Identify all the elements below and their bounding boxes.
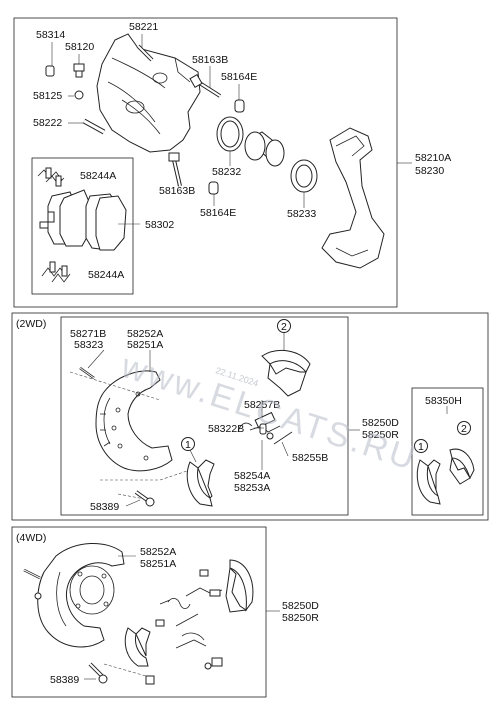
kit-shoe-2 — [449, 448, 475, 485]
label-58253a: 58253A — [234, 482, 270, 494]
bleeder-cap — [45, 65, 55, 77]
guide-pin-top — [136, 44, 154, 62]
twowd-section-frame — [11, 312, 489, 521]
fourwd-section-frame — [11, 526, 267, 698]
pad-kit-frame — [31, 157, 134, 295]
caliper-section-frame — [13, 17, 398, 308]
kit-shoe-1 — [416, 459, 441, 505]
fourwd-title: (4WD) — [16, 532, 46, 544]
bolt-4wd-left — [23, 568, 42, 600]
springs-4wd — [155, 569, 223, 649]
callout-1: 1 — [185, 439, 191, 451]
label-58251a-2wd: 58251A — [127, 339, 163, 351]
label-58125: 58125 — [33, 90, 62, 102]
label-58314: 58314 — [36, 29, 65, 41]
label-58323: 58323 — [74, 339, 103, 351]
bolt-58271b — [79, 366, 95, 380]
label-58250d-2wd: 58250D — [362, 417, 399, 429]
label-58255b: 58255B — [292, 452, 328, 464]
label-58244a-bottom: 58244A — [88, 269, 124, 281]
kit-callout-1: 1 — [418, 441, 424, 453]
label-58120: 58120 — [65, 41, 94, 53]
bolt-bottom — [168, 152, 182, 187]
kit-frame — [411, 387, 484, 516]
piston-seal — [216, 116, 244, 152]
callout-circle-2 — [277, 319, 291, 333]
brake-shoe-4wd-right — [225, 559, 254, 613]
label-58389-2wd: 58389 — [90, 501, 119, 513]
backing-plate-4wd — [37, 542, 125, 648]
label-58302: 58302 — [145, 219, 174, 231]
label-58389-4wd: 58389 — [50, 674, 79, 686]
label-58350h: 58350H — [425, 395, 462, 407]
cap-small — [74, 90, 84, 100]
label-58230: 58230 — [415, 165, 444, 177]
brake-shoe-1 — [186, 459, 215, 507]
pad-clips-top — [37, 167, 65, 187]
label-58257b: 58257B — [244, 399, 280, 411]
label-58252a-4wd: 58252A — [140, 546, 176, 558]
label-58250r-4wd: 58250R — [282, 612, 319, 624]
bleeder-screw — [73, 63, 85, 78]
caliper-carrier — [321, 127, 385, 269]
label-58250r-2wd: 58250R — [362, 429, 399, 441]
label-58254a: 58254A — [234, 470, 270, 482]
label-58222: 58222 — [33, 117, 62, 129]
label-58232: 58232 — [212, 166, 241, 178]
label-58163b-bottom: 58163B — [159, 185, 195, 197]
label-58322b: 58322B — [208, 423, 244, 435]
label-58271b: 58271B — [70, 328, 106, 340]
caliper-body — [96, 33, 201, 153]
spring-58322b — [259, 423, 267, 435]
bolt-top — [189, 73, 222, 98]
boot-top — [234, 99, 245, 113]
label-58164e-bottom: 58164E — [200, 207, 236, 219]
label-58244a-top: 58244A — [80, 170, 116, 182]
label-58163b-top: 58163B — [192, 54, 228, 66]
callout-2: 2 — [281, 321, 287, 333]
label-58251a-4wd: 58251A — [140, 558, 176, 570]
kit-callout-2: 2 — [461, 423, 467, 435]
label-58233: 58233 — [287, 208, 316, 220]
brake-shoe-4wd-left — [124, 627, 151, 667]
bolt-58389-2wd — [134, 490, 155, 507]
pad-clips-bottom — [41, 261, 71, 283]
guide-pin-bottom — [82, 118, 106, 135]
label-58252a-2wd: 58252A — [127, 328, 163, 340]
label-58210a: 58210A — [415, 152, 451, 164]
brake-pads — [39, 189, 127, 251]
label-58250d-4wd: 58250D — [282, 600, 319, 612]
brake-shoe-2 — [261, 349, 311, 397]
nuts-4wd — [145, 657, 223, 685]
twowd-inner-frame — [60, 316, 349, 516]
piston — [244, 131, 285, 167]
boot-bottom — [208, 181, 219, 195]
kit-callout-circle-2 — [457, 421, 471, 435]
kit-callout-circle-1 — [414, 439, 428, 453]
label-58164e-top: 58164E — [221, 71, 257, 83]
piston-boot — [290, 159, 318, 193]
backing-plate-2wd — [95, 370, 173, 472]
label-58221: 58221 — [129, 21, 158, 33]
twowd-title: (2WD) — [16, 318, 46, 330]
callout-circle-1 — [181, 437, 195, 451]
bolt-58389-4wd — [88, 662, 108, 684]
